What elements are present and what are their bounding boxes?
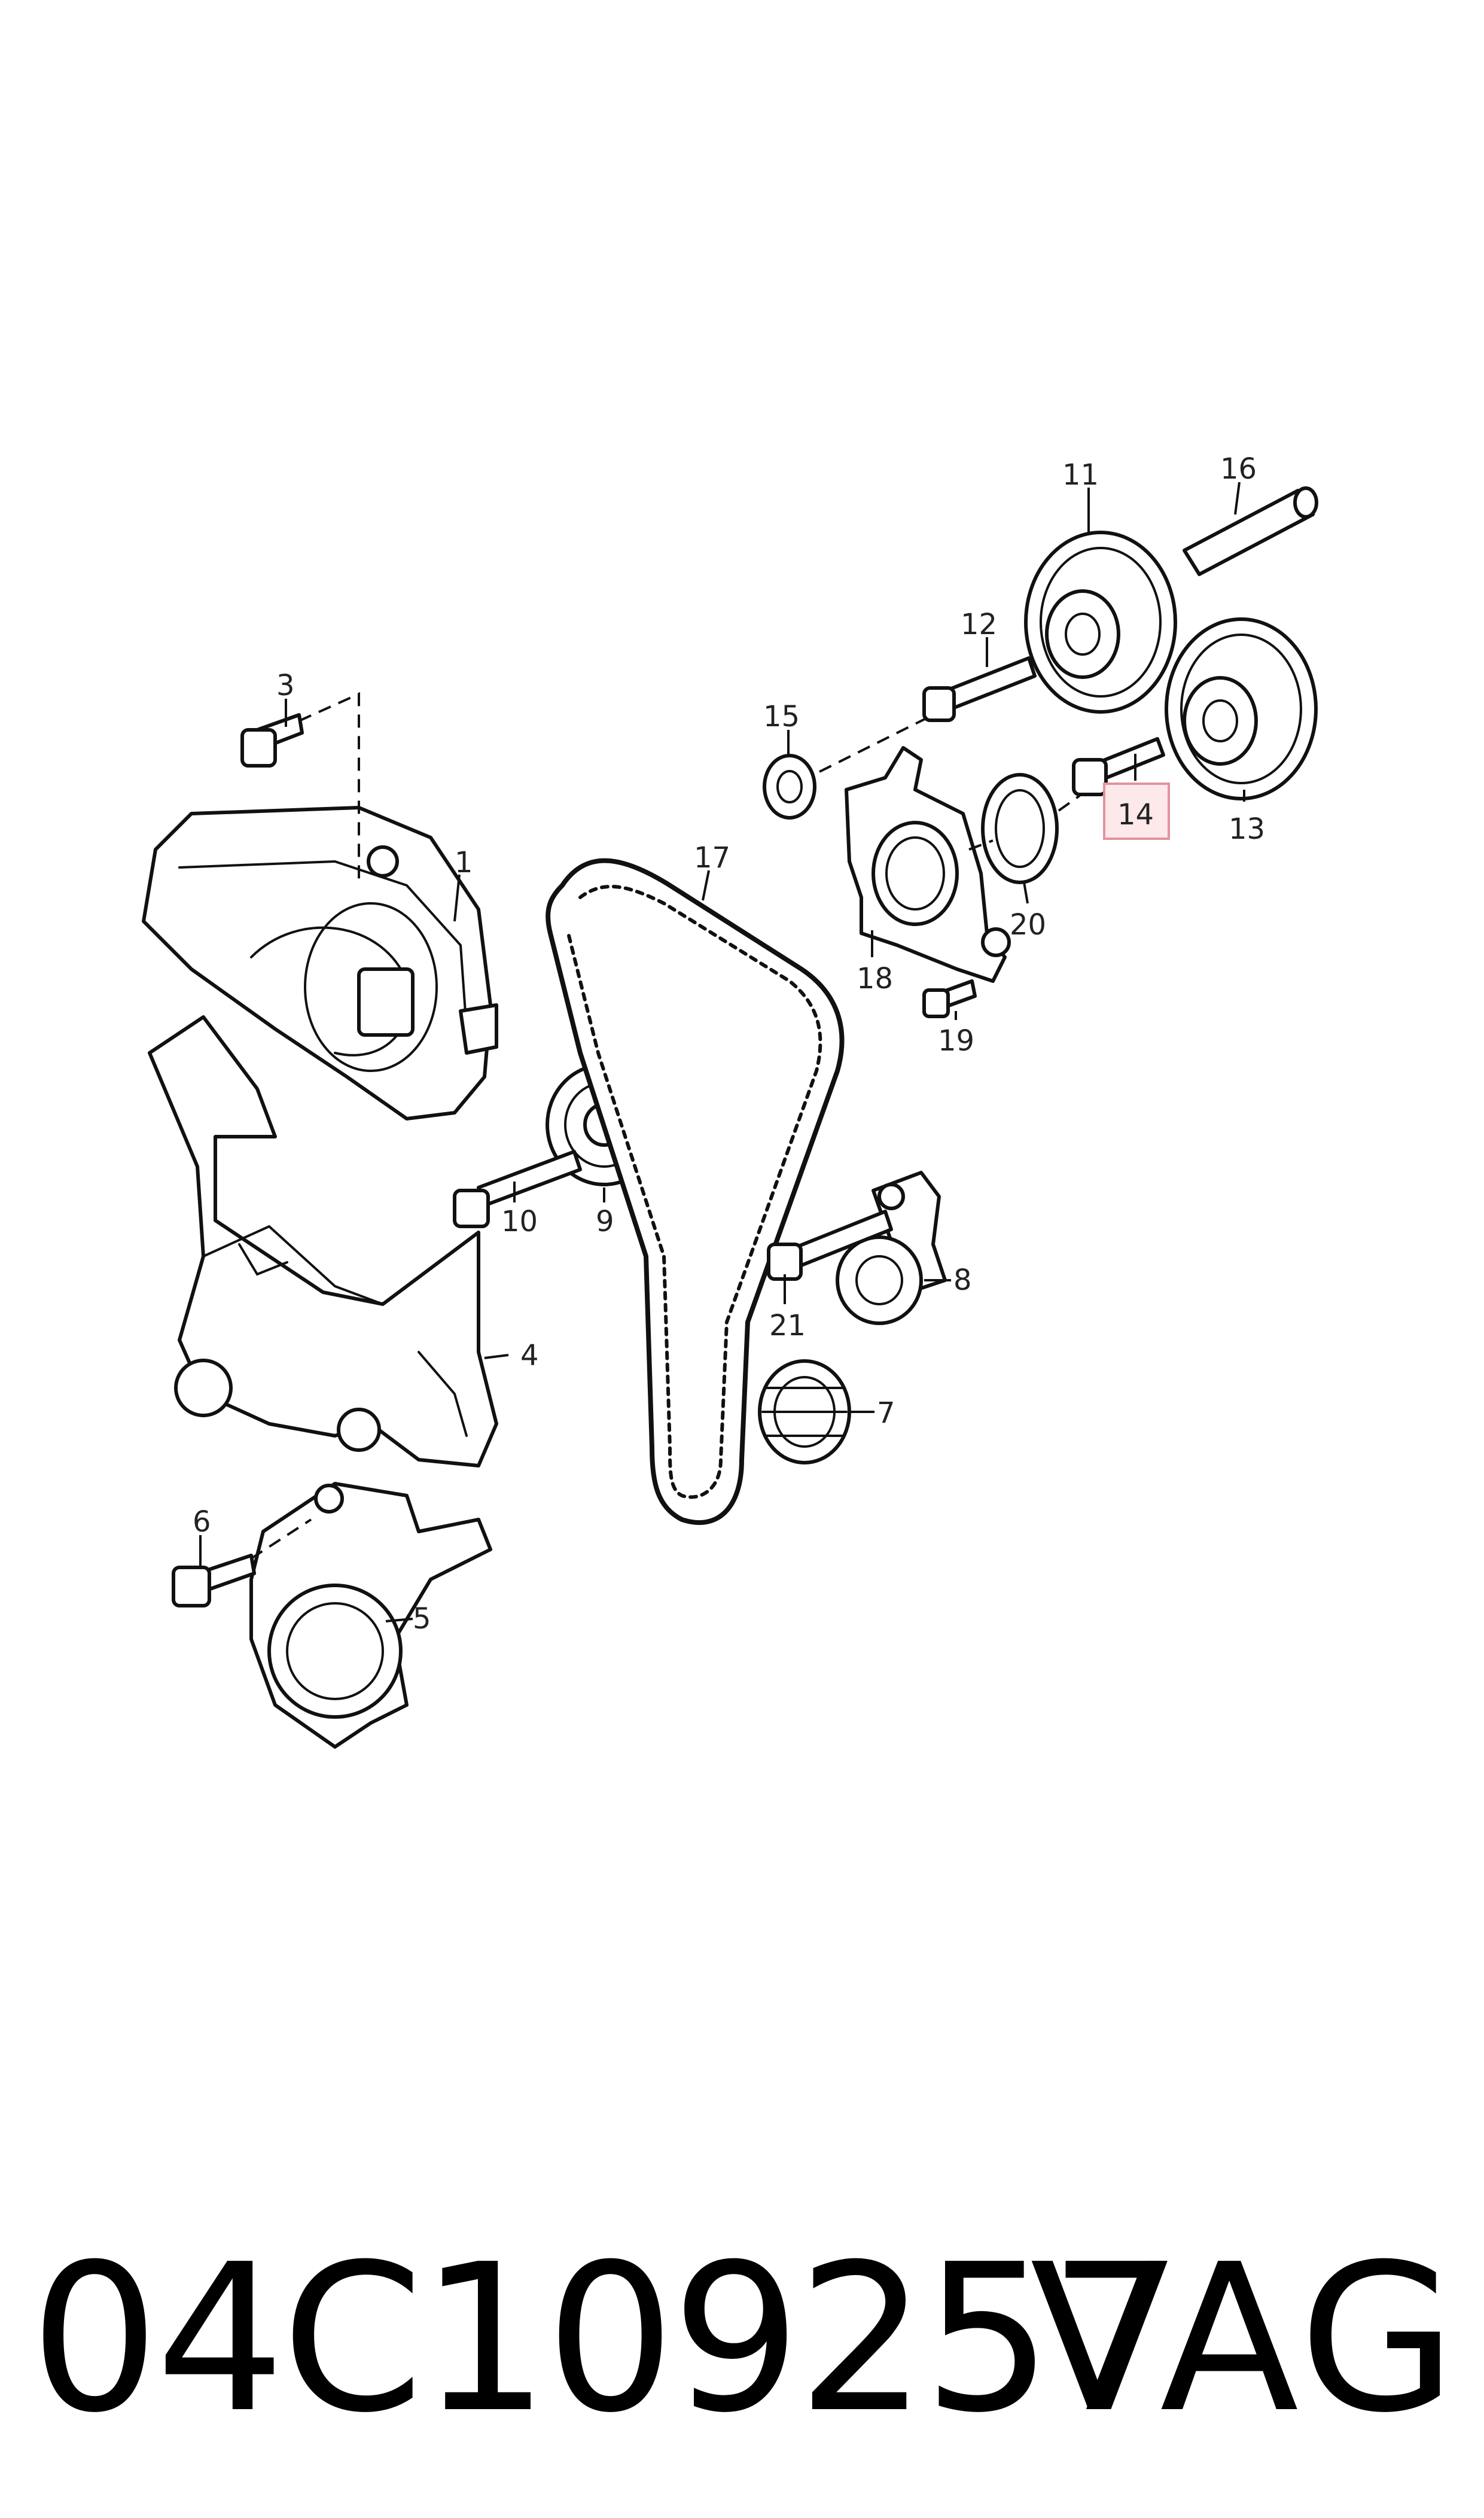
crankshaft-sprocket <box>758 1359 851 1464</box>
timing-belt <box>546 858 845 1525</box>
callout-4: 4 <box>520 1339 539 1372</box>
bolt-10 <box>453 1150 582 1228</box>
callout-19: 19 <box>938 1024 974 1058</box>
upper-timing-cover <box>142 806 498 1121</box>
bolt-3 <box>240 692 360 879</box>
callout-5: 5 <box>413 1602 431 1636</box>
rear-timing-cover <box>249 1482 492 1749</box>
callout-11: 11 <box>1062 458 1099 492</box>
highlight-box-14 <box>1103 783 1170 840</box>
part-number: 04C109257 <box>30 2221 1178 2458</box>
bolt-21 <box>767 1210 893 1281</box>
callout-7: 7 <box>877 1396 895 1430</box>
callout-labels: 1 3 4 5 6 7 8 9 10 11 12 13 14 15 16 17 … <box>193 452 1265 1636</box>
callout-18: 18 <box>857 962 893 995</box>
callout-6: 6 <box>193 1505 211 1539</box>
callout-16: 16 <box>1220 452 1257 486</box>
leader-lines <box>199 482 1245 1622</box>
callout-10: 10 <box>501 1205 538 1238</box>
camshaft-sprocket-11 <box>1024 531 1177 714</box>
callout-1: 1 <box>455 846 473 879</box>
camshaft-sprocket-13 <box>1165 617 1318 800</box>
brand-label: VAG <box>1030 2221 1460 2458</box>
callout-15: 15 <box>763 700 800 733</box>
bolt-6 <box>172 1518 312 1607</box>
rear-bracket-18 <box>845 746 1011 983</box>
bushing-15 <box>763 714 934 820</box>
callout-20: 20 <box>1010 908 1046 942</box>
callout-12: 12 <box>961 608 997 641</box>
callout-13: 13 <box>1229 812 1265 846</box>
seal-ring-20 <box>968 773 1081 884</box>
callout-17: 17 <box>694 841 730 875</box>
dowel-pin-16 <box>1183 486 1318 576</box>
bolt-12 <box>922 656 1037 722</box>
callout-21: 21 <box>769 1309 806 1342</box>
bolt-19 <box>922 979 977 1018</box>
callout-8: 8 <box>953 1263 972 1297</box>
footer: 04C109257 VAG <box>0 2213 1484 2465</box>
lower-timing-cover <box>148 1015 498 1467</box>
callout-14: 14 <box>1117 798 1154 832</box>
callout-9: 9 <box>596 1205 614 1238</box>
bolt-14 <box>1072 737 1165 796</box>
callout-3: 3 <box>276 669 295 702</box>
idler-pulley-8 <box>836 1171 947 1325</box>
